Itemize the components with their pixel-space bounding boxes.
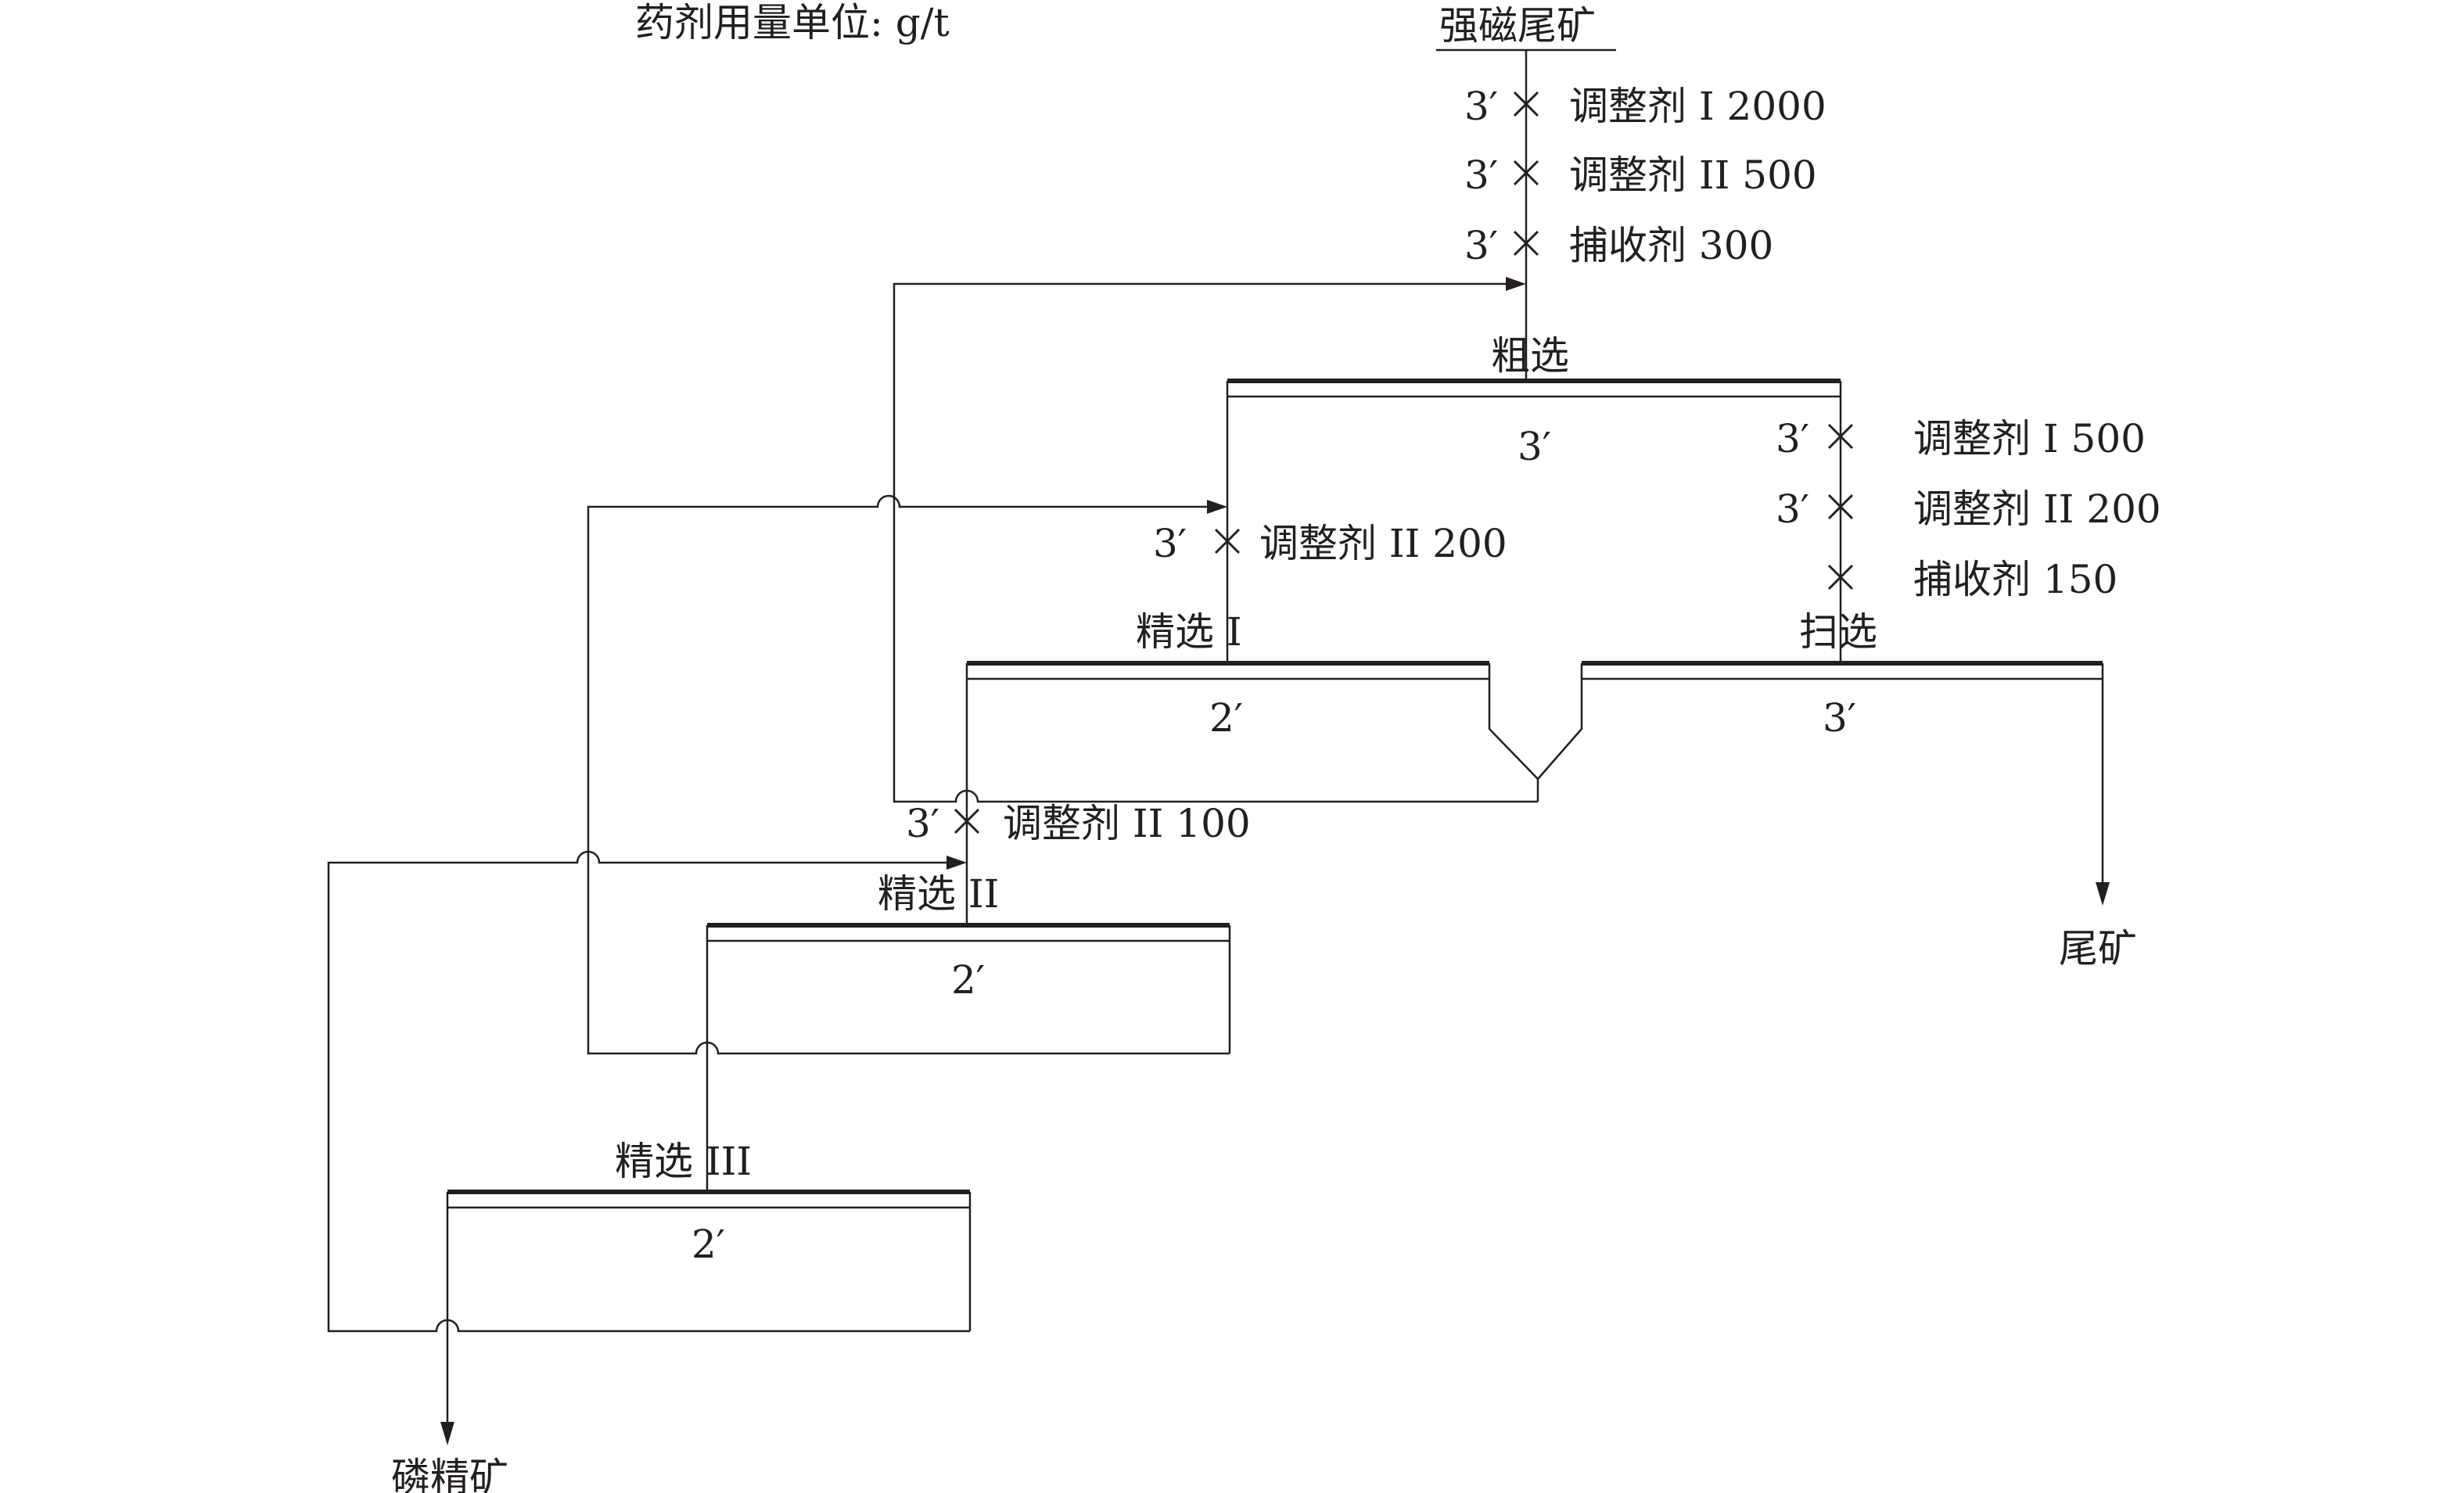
middlings-return-arrow: [1506, 277, 1526, 291]
cleaning3-time: 2′: [691, 1222, 725, 1267]
unit-note: 药剂用量单位: g/t: [635, 0, 950, 45]
reagent-cross: [1513, 91, 1539, 117]
roughing-reagent-3: 3′ 捕收剂 300: [1464, 223, 1773, 268]
cleaning2-return-arrow: [1207, 500, 1227, 514]
roughing-label: 粗选: [1491, 333, 1569, 379]
cleaning2-time: 2′: [951, 957, 985, 1003]
concentrate-arrow: [440, 1422, 454, 1445]
reagent-cross: [1214, 528, 1241, 554]
cleaning3-return-arrow: [946, 856, 967, 870]
roughing-reagent-1: 3′ 调整剂 I 2000: [1464, 84, 1826, 129]
tailings-arrow: [2096, 882, 2110, 906]
reagent-time: 3′: [1153, 521, 1187, 566]
reagent-text: 调整剂 II 200: [1913, 486, 2161, 532]
roughing-reagent-2: 3′ 调整剂 II 500: [1464, 153, 1817, 198]
reagent-cross: [1827, 423, 1854, 450]
cleaning1-reagent: 3′ 调整剂 II 200: [1153, 521, 1507, 566]
reagent-time: 3′: [1464, 223, 1498, 268]
reagent-time: 3′: [1464, 84, 1498, 129]
concentrate-label: 磷精矿: [391, 1455, 508, 1493]
feed-label: 强磁尾矿: [1439, 3, 1596, 48]
reagent-cross: [1827, 493, 1854, 520]
scavenging-time: 3′: [1823, 695, 1856, 741]
reagent-text: 捕收剂 300: [1569, 223, 1773, 268]
reagent-time: 3′: [906, 801, 939, 846]
scavenging-reagent-1: 3′ 调整剂 I 500: [1776, 416, 2146, 461]
reagent-text: 调整剂 II 100: [1003, 801, 1251, 846]
cleaning3-label: 精选 III: [615, 1139, 752, 1184]
reagent-time: 3′: [1464, 153, 1498, 198]
cleaning3-return-line: [327, 850, 970, 1333]
tailings-label: 尾矿: [2059, 926, 2137, 971]
cleaning2-label: 精选 II: [878, 871, 999, 917]
scavenging-reagent-2: 3′ 调整剂 II 200: [1776, 486, 2161, 532]
reagent-cross: [1513, 160, 1539, 186]
reagent-text: 调整剂 II 500: [1569, 153, 1817, 198]
middlings-return-line: [893, 282, 1538, 803]
cleaning2-reagent: 3′ 调整剂 II 100: [906, 801, 1251, 846]
reagent-text: 调整剂 II 200: [1259, 521, 1507, 566]
reagent-cross: [1827, 564, 1854, 590]
reagent-cross: [954, 808, 980, 834]
reagent-time: 3′: [1776, 416, 1809, 461]
reagent-time: 3′: [1776, 486, 1809, 532]
roughing-time: 3′: [1518, 424, 1551, 469]
scavenging-reagent-3: 捕收剂 150: [1827, 557, 2117, 602]
cleaning2-return-line: [587, 494, 1230, 1055]
reagent-cross: [1513, 230, 1539, 257]
scavenging-label: 扫选: [1799, 609, 1877, 655]
reagent-text: 调整剂 I 500: [1913, 416, 2146, 461]
cleaning1-time: 2′: [1209, 695, 1243, 741]
cleaning1-label: 精选 I: [1136, 609, 1242, 655]
reagent-text: 调整剂 I 2000: [1569, 84, 1826, 129]
reagent-text: 捕收剂 150: [1913, 557, 2117, 602]
middlings-merge: [1488, 663, 1583, 781]
